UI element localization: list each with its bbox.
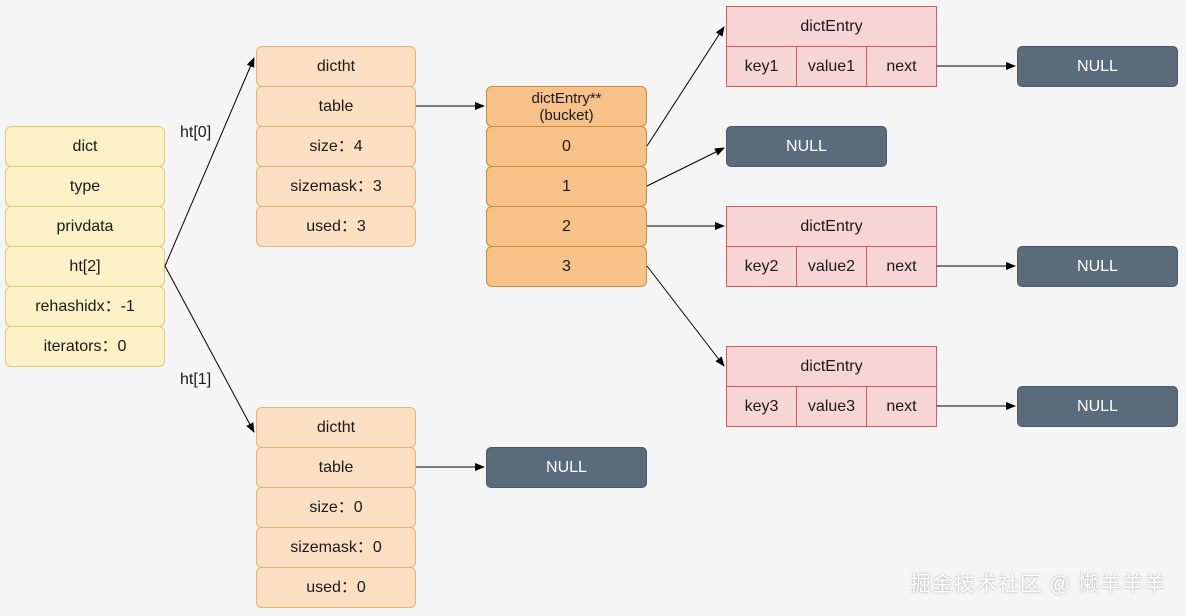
ht0-field-used: used：3 xyxy=(256,206,416,247)
ht0-field-table: table xyxy=(256,86,416,127)
dict-field-privdata: privdata xyxy=(5,206,165,247)
ht0-field-size: size：4 xyxy=(256,126,416,167)
dict-entry-3-value: value3 xyxy=(796,386,867,427)
dict-entry-3-title: dictEntry xyxy=(726,346,937,387)
ht1-field-used: used：0 xyxy=(256,567,416,608)
ht0-field-dictht: dictht xyxy=(256,46,416,87)
bucket-array-header: dictEntry** (bucket) xyxy=(486,86,647,127)
null-bucket-1: NULL xyxy=(726,126,887,167)
ht1-field-sizemask: sizemask：0 xyxy=(256,527,416,568)
dict-entry-2-title: dictEntry xyxy=(726,206,937,247)
dict-entry-1-key: key1 xyxy=(726,46,797,87)
dict-entry-2-key: key2 xyxy=(726,246,797,287)
watermark: 掘金技术社区 @ 懒羊羊羊 xyxy=(910,573,1166,596)
dict-entry-1-next: next xyxy=(866,46,937,87)
ht0-arrow-label: ht[0] xyxy=(180,124,212,141)
dict-field-rehashidx: rehashidx：-1 xyxy=(5,286,165,327)
dict-entry-2-value: value2 xyxy=(796,246,867,287)
null-after-entry-1: NULL xyxy=(1017,46,1178,87)
null-after-entry-3: NULL xyxy=(1017,386,1178,427)
bucket-0: 0 xyxy=(486,126,647,167)
null-after-entry-2: NULL xyxy=(1017,246,1178,287)
bucket-1: 1 xyxy=(486,166,647,207)
dict-field-dict: dict xyxy=(5,126,165,167)
dict-field-iterators: iterators：0 xyxy=(5,326,165,367)
null-ht1-table: NULL xyxy=(486,447,647,488)
ht1-arrow-label: ht[1] xyxy=(180,371,212,388)
dict-entry-1-value: value1 xyxy=(796,46,867,87)
dict-entry-3-next: next xyxy=(866,386,937,427)
ht1-field-size: size：0 xyxy=(256,487,416,528)
ht0-field-sizemask: sizemask：3 xyxy=(256,166,416,207)
bucket-2: 2 xyxy=(486,206,647,247)
dict-entry-3-key: key3 xyxy=(726,386,797,427)
ht1-field-dictht: dictht xyxy=(256,407,416,448)
bucket-3: 3 xyxy=(486,246,647,287)
dict-field-type: type xyxy=(5,166,165,207)
dict-entry-2-next: next xyxy=(866,246,937,287)
dict-entry-1-title: dictEntry xyxy=(726,6,937,47)
ht1-field-table: table xyxy=(256,447,416,488)
dict-field-ht: ht[2] xyxy=(5,246,165,287)
